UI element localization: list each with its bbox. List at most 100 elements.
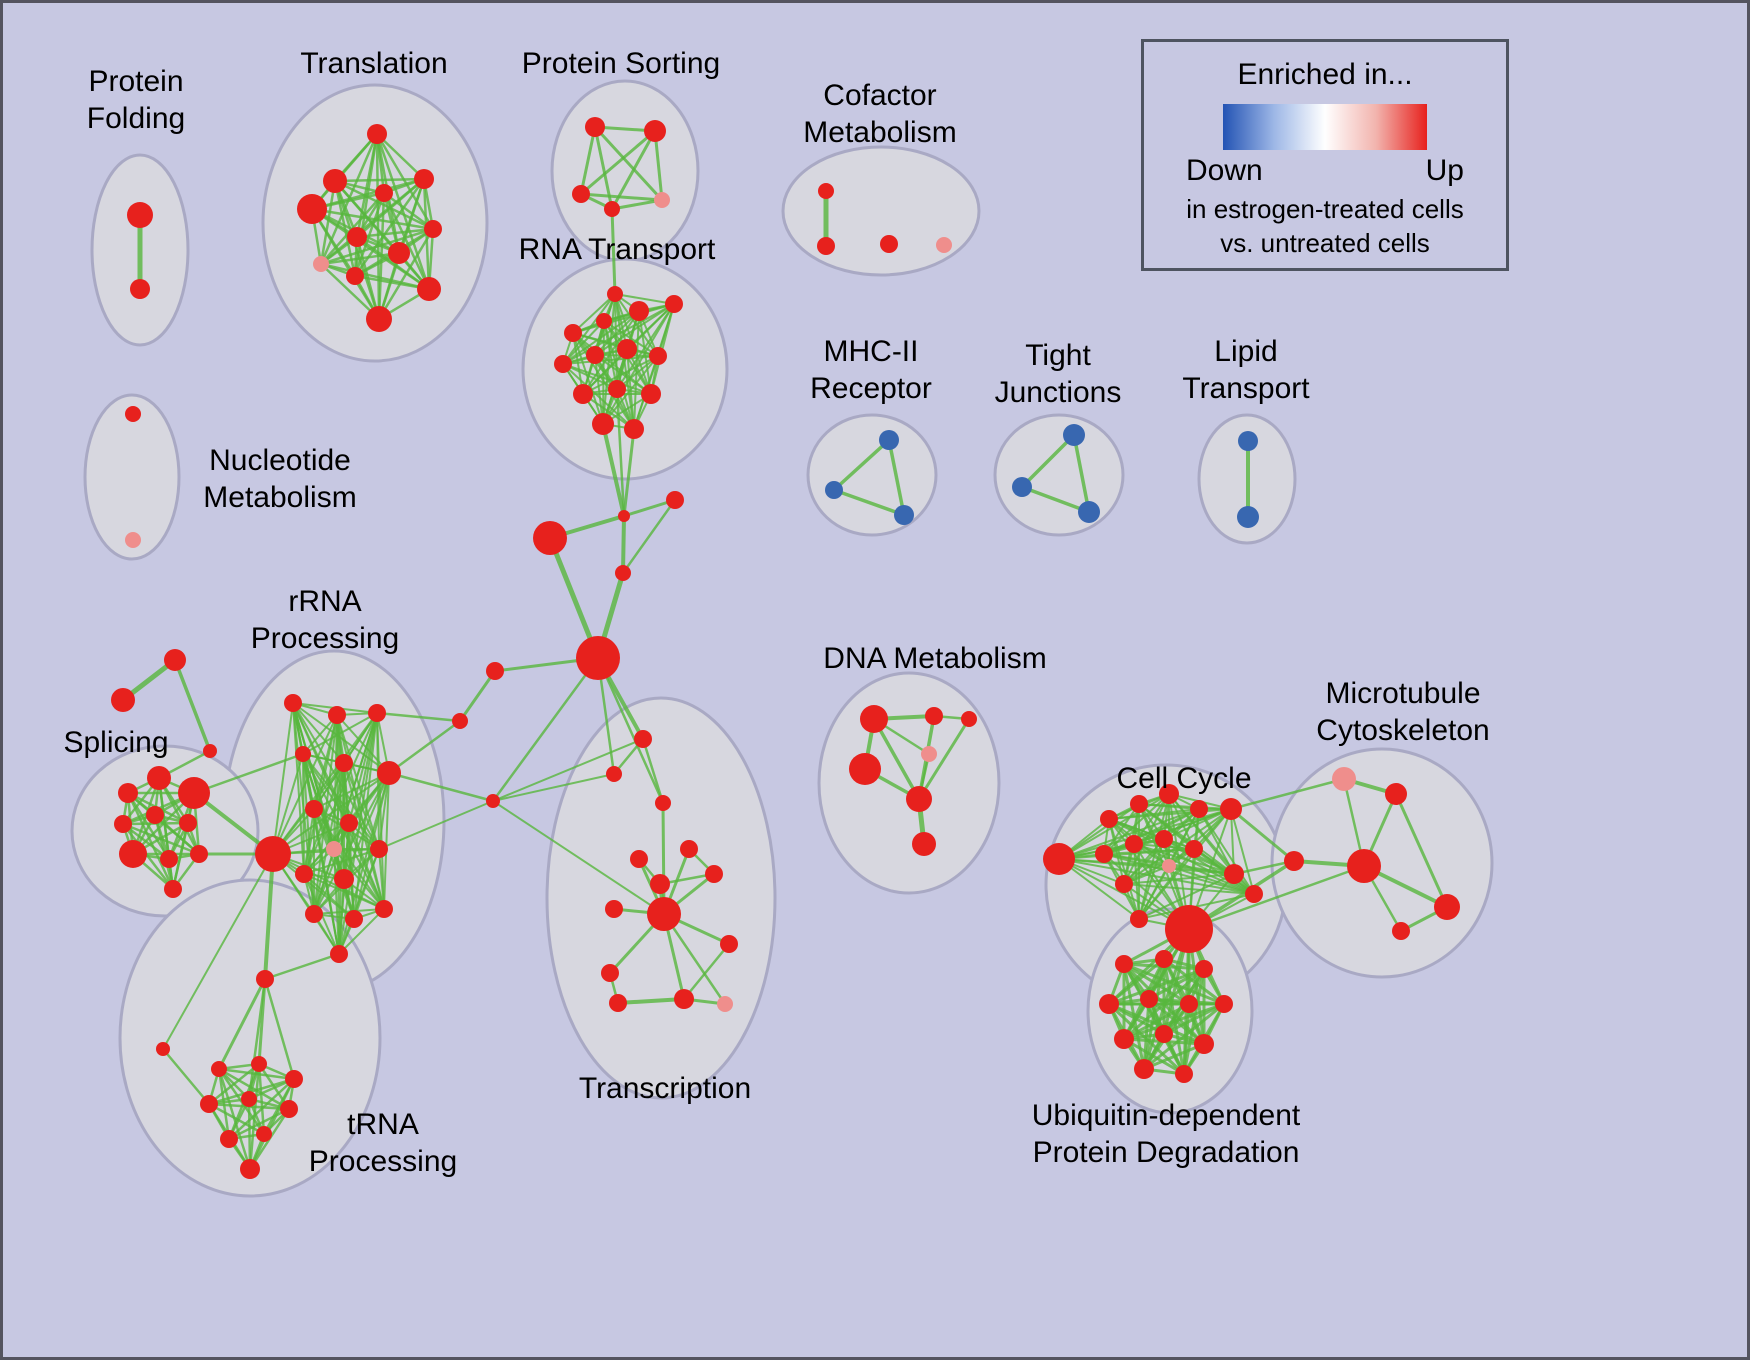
node-21[interactable] (880, 235, 898, 253)
node-75[interactable] (375, 900, 393, 918)
node-91[interactable] (630, 850, 648, 868)
node-38[interactable] (607, 286, 623, 302)
node-134[interactable] (1385, 783, 1407, 805)
node-33[interactable] (573, 384, 593, 404)
node-28[interactable] (665, 295, 683, 313)
node-83[interactable] (241, 1091, 257, 1107)
node-121[interactable] (1190, 800, 1208, 818)
node-148[interactable] (1194, 1034, 1214, 1054)
node-135[interactable] (1284, 851, 1304, 871)
node-19[interactable] (818, 183, 834, 199)
node-101[interactable] (655, 795, 671, 811)
node-55[interactable] (179, 814, 197, 832)
node-35[interactable] (641, 384, 661, 404)
node-120[interactable] (1159, 784, 1179, 804)
node-63[interactable] (295, 746, 311, 762)
node-92[interactable] (650, 874, 670, 894)
node-36[interactable] (592, 413, 614, 435)
node-5[interactable] (375, 184, 393, 202)
node-80[interactable] (251, 1056, 267, 1072)
node-65[interactable] (377, 761, 401, 785)
node-133[interactable] (1332, 767, 1356, 791)
node-13[interactable] (366, 306, 392, 332)
node-127[interactable] (1162, 859, 1176, 873)
node-149[interactable] (1134, 1059, 1154, 1079)
node-129[interactable] (1224, 864, 1244, 884)
node-131[interactable] (1165, 905, 1213, 953)
node-93[interactable] (605, 900, 623, 918)
node-87[interactable] (240, 1159, 260, 1179)
node-114[interactable] (1078, 501, 1100, 523)
node-119[interactable] (1130, 795, 1148, 813)
node-57[interactable] (160, 850, 178, 868)
node-110[interactable] (825, 481, 843, 499)
node-6[interactable] (414, 169, 434, 189)
node-78[interactable] (156, 1042, 170, 1056)
node-12[interactable] (417, 277, 441, 301)
node-100[interactable] (717, 996, 733, 1012)
node-4[interactable] (297, 194, 327, 224)
node-90[interactable] (680, 840, 698, 858)
node-103[interactable] (925, 707, 943, 725)
node-45[interactable] (452, 713, 468, 729)
node-107[interactable] (906, 786, 932, 812)
node-132[interactable] (1130, 910, 1148, 928)
node-97[interactable] (601, 964, 619, 982)
node-3[interactable] (367, 124, 387, 144)
node-137[interactable] (1434, 894, 1460, 920)
node-96[interactable] (720, 935, 738, 953)
node-108[interactable] (912, 832, 936, 856)
node-20[interactable] (817, 237, 835, 255)
node-31[interactable] (617, 339, 637, 359)
node-77[interactable] (256, 970, 274, 988)
node-17[interactable] (604, 201, 620, 217)
node-70[interactable] (295, 865, 313, 883)
node-144[interactable] (1180, 995, 1198, 1013)
node-22[interactable] (936, 237, 952, 253)
node-73[interactable] (305, 905, 323, 923)
node-86[interactable] (256, 1126, 272, 1142)
node-116[interactable] (1237, 506, 1259, 528)
node-126[interactable] (1185, 840, 1203, 858)
node-39[interactable] (618, 510, 630, 522)
node-41[interactable] (533, 521, 567, 555)
node-79[interactable] (211, 1061, 227, 1077)
node-82[interactable] (200, 1095, 218, 1113)
node-37[interactable] (624, 419, 644, 439)
node-2[interactable] (323, 169, 347, 193)
node-51[interactable] (147, 766, 171, 790)
node-14[interactable] (585, 117, 605, 137)
node-118[interactable] (1100, 810, 1118, 828)
node-142[interactable] (1099, 994, 1119, 1014)
node-145[interactable] (1215, 995, 1233, 1013)
node-139[interactable] (1115, 955, 1133, 973)
node-117[interactable] (1043, 843, 1075, 875)
node-26[interactable] (596, 313, 612, 329)
node-0[interactable] (127, 202, 153, 228)
node-16[interactable] (572, 185, 590, 203)
node-64[interactable] (335, 754, 353, 772)
node-123[interactable] (1095, 845, 1113, 863)
node-47[interactable] (164, 649, 186, 671)
node-88[interactable] (634, 730, 652, 748)
node-66[interactable] (255, 836, 291, 872)
node-111[interactable] (894, 505, 914, 525)
node-146[interactable] (1114, 1029, 1134, 1049)
node-34[interactable] (608, 380, 626, 398)
node-122[interactable] (1220, 798, 1242, 820)
node-42[interactable] (615, 565, 631, 581)
node-105[interactable] (849, 753, 881, 785)
node-25[interactable] (564, 324, 582, 342)
node-136[interactable] (1347, 849, 1381, 883)
node-1[interactable] (130, 279, 150, 299)
node-72[interactable] (370, 840, 388, 858)
node-61[interactable] (328, 706, 346, 724)
node-24[interactable] (125, 532, 141, 548)
node-8[interactable] (347, 227, 367, 247)
node-52[interactable] (178, 777, 210, 809)
node-112[interactable] (1063, 424, 1085, 446)
node-98[interactable] (609, 994, 627, 1012)
node-113[interactable] (1012, 477, 1032, 497)
node-84[interactable] (280, 1100, 298, 1118)
node-99[interactable] (674, 989, 694, 1009)
